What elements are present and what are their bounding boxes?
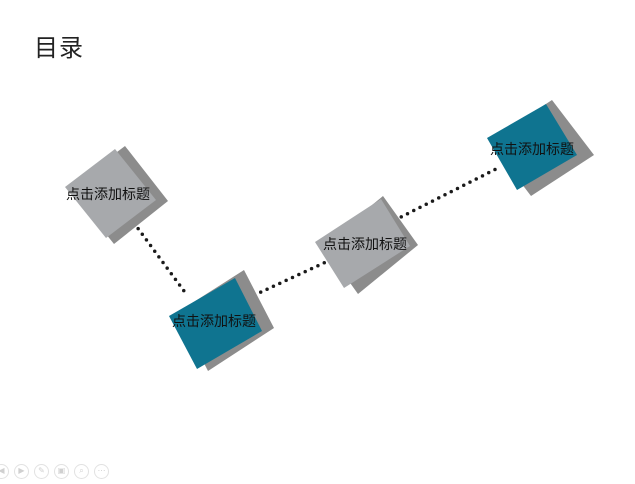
connectors [132,165,502,300]
previous-icon[interactable]: ◀ [0,463,9,479]
next-icon[interactable]: ▶ [14,463,29,479]
node-1-label[interactable]: 点击添加标题 [66,187,150,203]
node-2-label[interactable]: 点击添加标题 [172,314,256,330]
node-4-box [487,104,577,190]
node-3[interactable] [315,196,418,294]
node-4[interactable] [487,100,594,196]
node-3-label[interactable]: 点击添加标题 [323,237,407,253]
more-icon[interactable]: ⋯ [94,463,109,479]
connector-3-4 [393,165,502,222]
node-1-box [65,149,156,238]
node-4-label[interactable]: 点击添加标题 [490,142,574,158]
node-2-box [169,278,262,369]
connector-1-2 [132,221,186,293]
zoom-icon[interactable]: ⌕ [74,463,89,479]
node-2[interactable] [169,270,274,371]
page-title: 目录 [34,34,84,62]
slides-icon[interactable]: ▣ [54,463,69,479]
connector-2-3 [246,260,328,300]
pen-icon[interactable]: ✎ [34,463,49,479]
node-1[interactable] [65,146,168,244]
slideshow-toolbar: ◀ ▶ ✎ ▣ ⌕ ⋯ [0,462,109,480]
node-3-box [315,199,410,288]
